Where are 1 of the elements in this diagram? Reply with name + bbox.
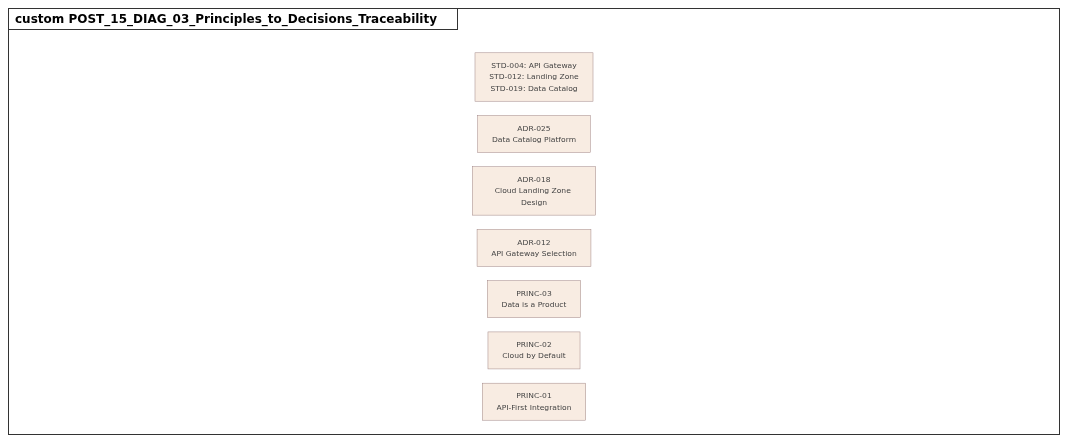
frame-title: custom POST_15_DIAG_03_Principles_to_Decisions_Traceability	[9, 9, 459, 30]
